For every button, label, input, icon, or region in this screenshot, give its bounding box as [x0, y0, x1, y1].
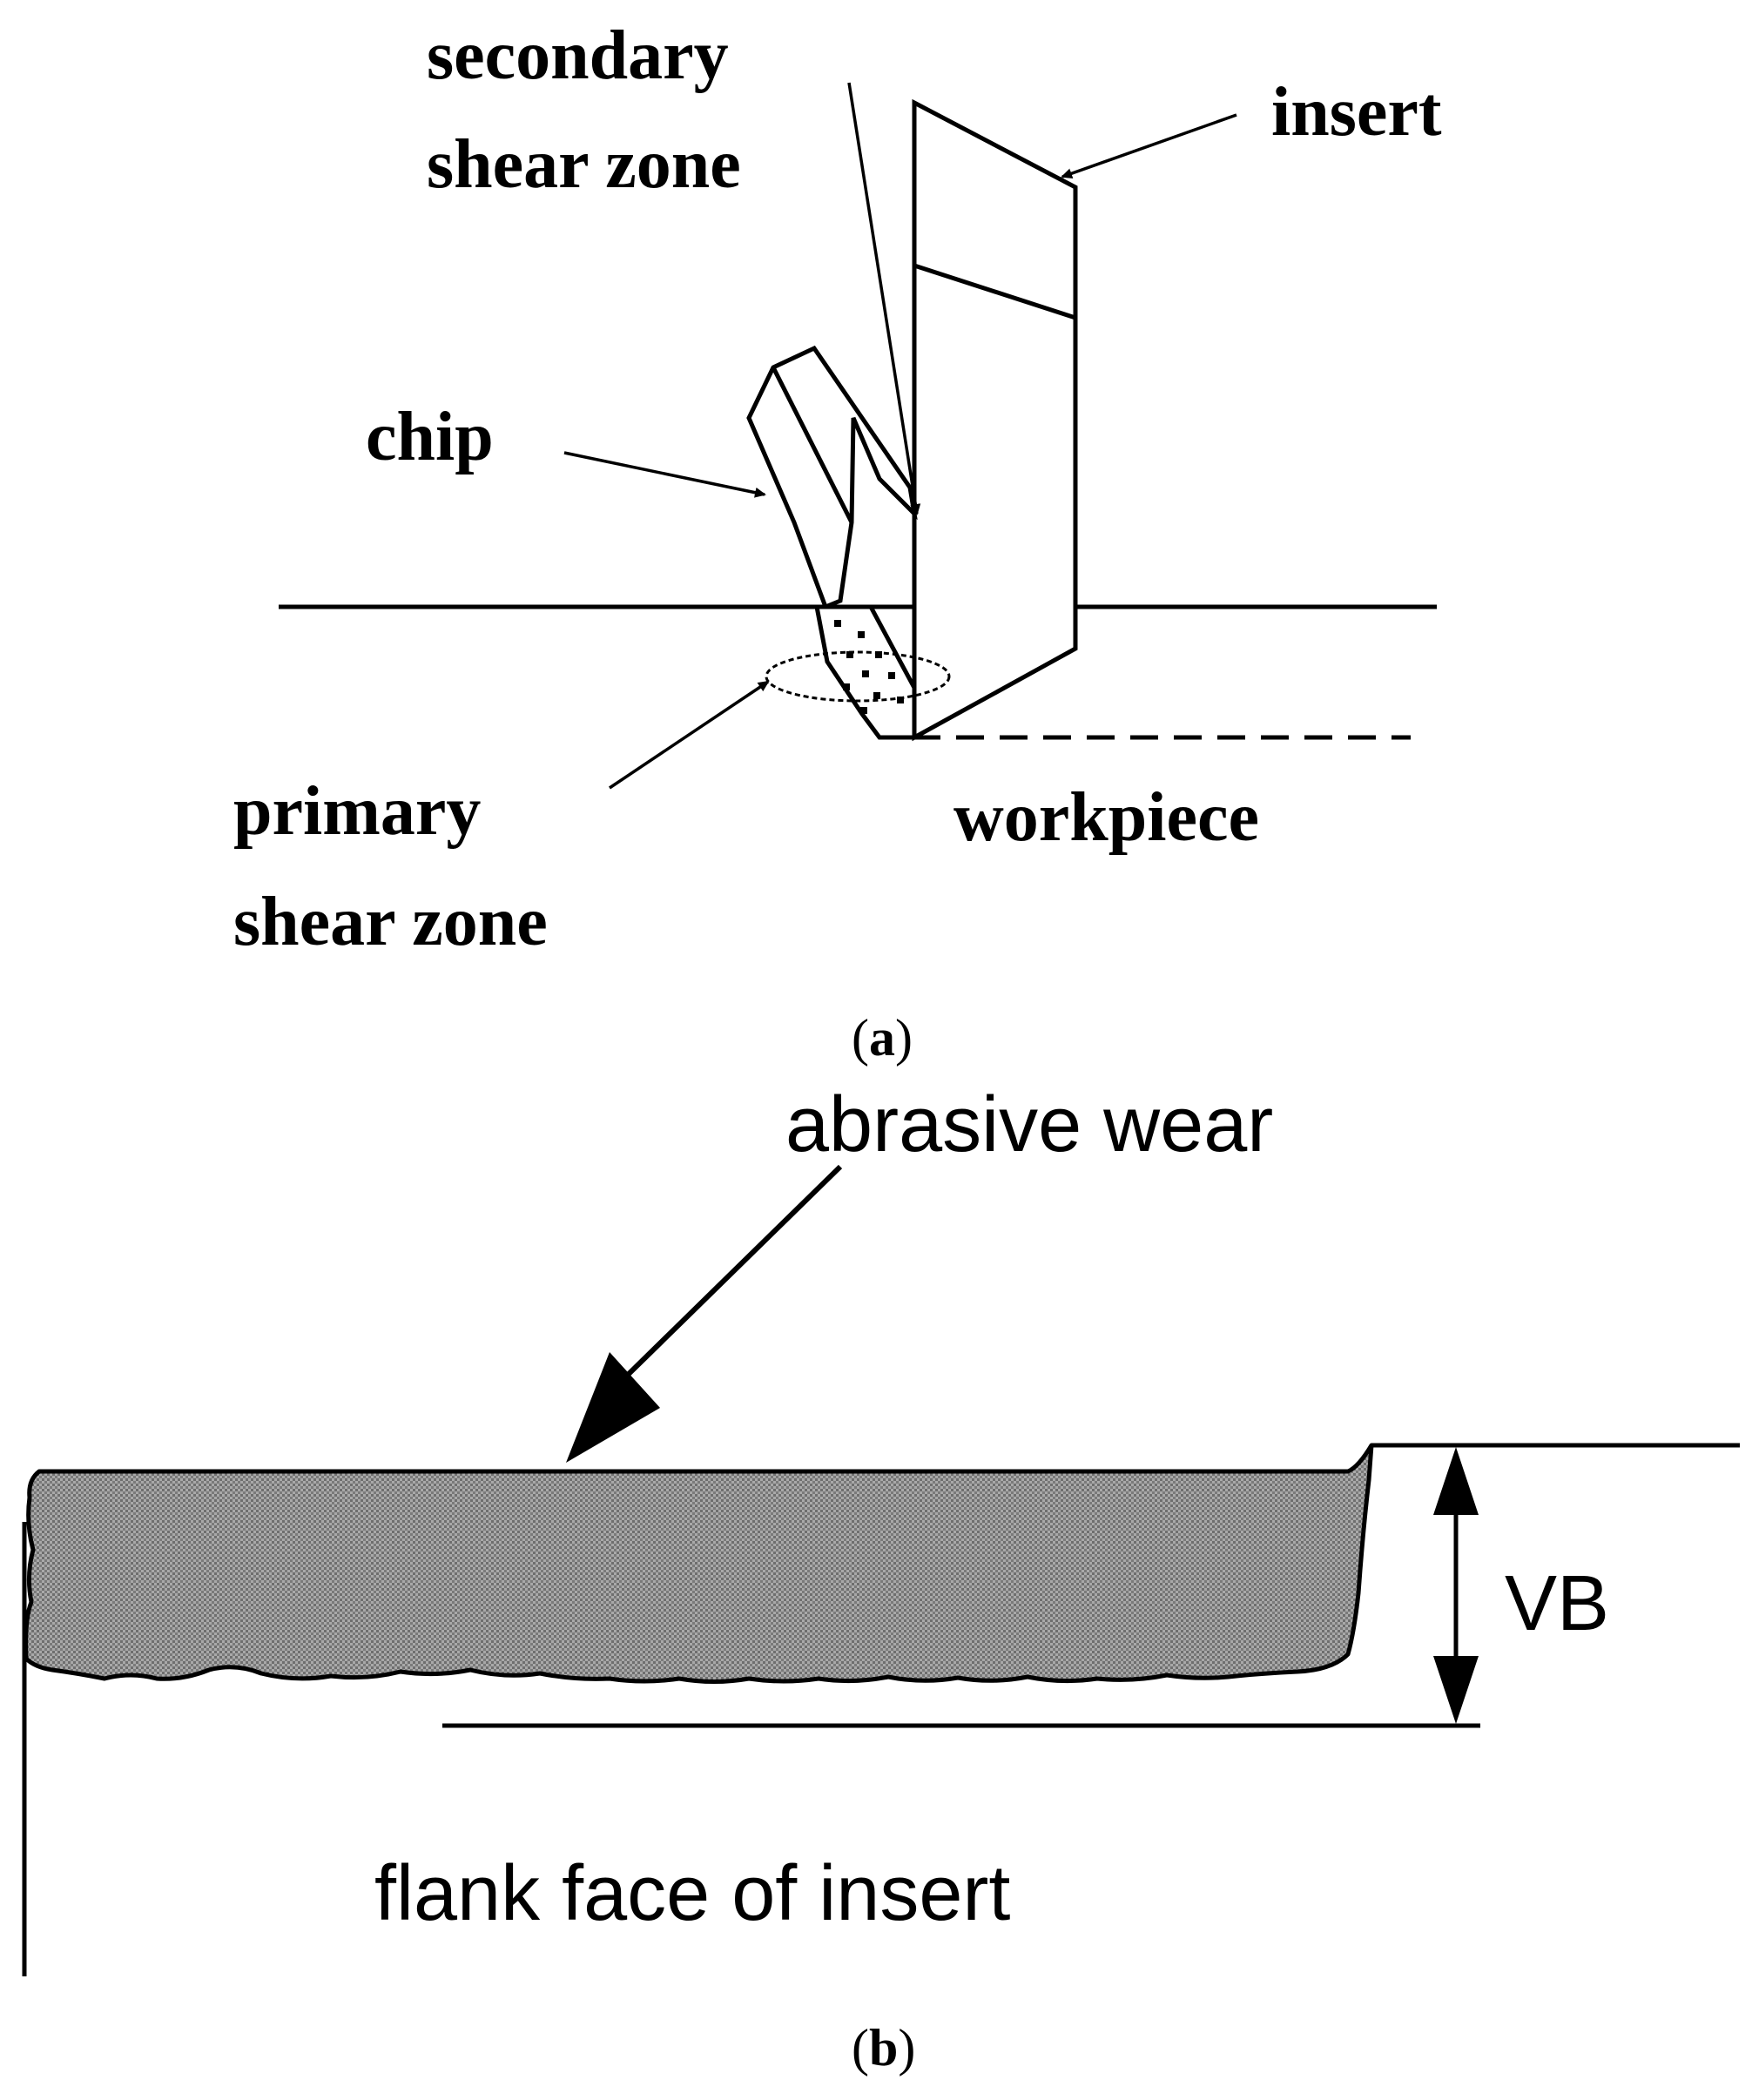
- secondary-shear-zone-label-line1: secondary: [427, 17, 729, 94]
- secondary-shear-zone-label-line2: shear zone: [427, 126, 741, 203]
- panel-b-diagram: abrasive wear VB flank face of insert: [22, 1081, 1740, 1976]
- primary-shear-zone-label-line2: shear zone: [233, 884, 548, 960]
- vb-label: VB: [1505, 1560, 1609, 1647]
- primary-shear-zone-arrow: [609, 680, 770, 790]
- vb-arrowhead-up: [1433, 1447, 1479, 1515]
- insert-shape: [912, 98, 1078, 742]
- chip-arrow: [563, 451, 766, 498]
- insert-label: insert: [1271, 74, 1442, 151]
- abrasive-wear-arrow-shaft: [624, 1164, 843, 1378]
- insert-arrow: [1061, 113, 1237, 178]
- panel-b-caption-letter: b: [868, 2019, 899, 2076]
- abrasive-wear-arrowhead: [566, 1352, 660, 1463]
- shear-zone-dots: [834, 620, 904, 714]
- chip-label: chip: [366, 399, 494, 475]
- flank-face-label: flank face of insert: [374, 1850, 1010, 1937]
- chip-inner-line: [771, 366, 854, 524]
- panel-b-caption: (b): [852, 2019, 916, 2076]
- primary-shear-zone-ellipse: [765, 650, 951, 703]
- panel-a-caption-letter: a: [868, 1009, 895, 1067]
- vb-arrowhead-down: [1433, 1656, 1479, 1724]
- chip-shape: [746, 345, 918, 610]
- panel-a-caption: (a): [852, 1009, 913, 1067]
- panel-a-diagram: secondary shear zone insert chip primary…: [233, 17, 1442, 960]
- abrasive-wear-label: abrasive wear: [785, 1081, 1273, 1168]
- workpiece-label: workpiece: [953, 779, 1259, 856]
- insert-upper-divider: [913, 263, 1076, 320]
- wear-land-region: [24, 1443, 1374, 1684]
- primary-shear-zone-label-line1: primary: [233, 773, 481, 850]
- secondary-shear-zone-arrow: [847, 82, 921, 515]
